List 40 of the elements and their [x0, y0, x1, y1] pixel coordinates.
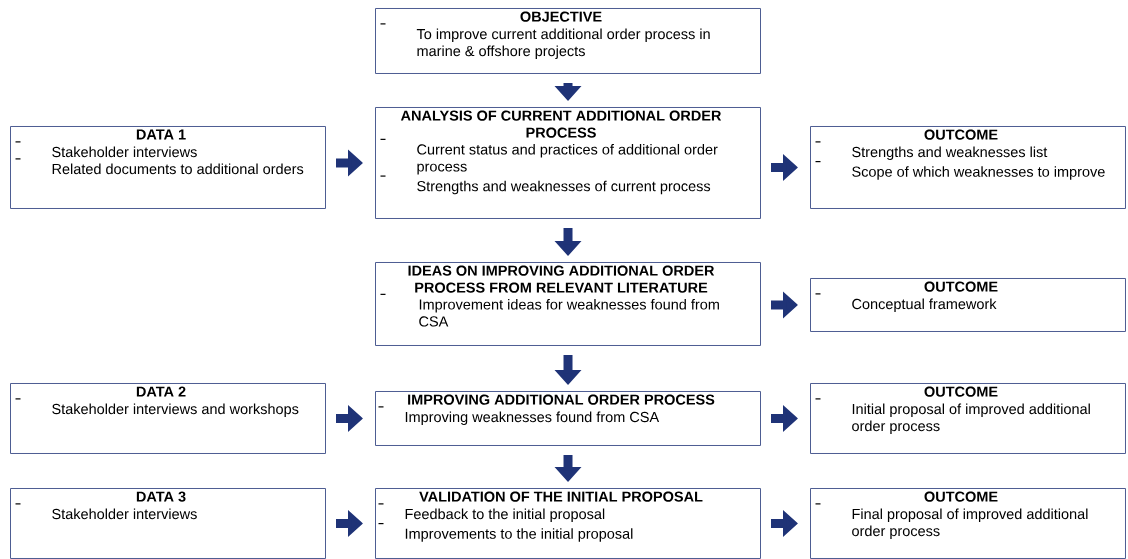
bullet-text: Improvement ideas for weaknesses found from CSA [419, 298, 719, 327]
bullet-text: Scope of which weaknesses to improve [852, 166, 1105, 180]
bullet-text: Strengths and weaknesses of current process [417, 180, 711, 195]
heading: OUTCOME [924, 281, 998, 292]
bullet-text: Stakeholder interviews [52, 146, 197, 158]
heading: DATA 2 [136, 386, 186, 397]
heading: OUTCOME [924, 386, 998, 397]
process-box [10, 383, 326, 454]
bullet-text: Strengths and weaknesses list [852, 146, 1048, 160]
bullet-text: Feedback to the initial proposal [405, 508, 605, 522]
process-box [810, 126, 1126, 209]
heading: OUTCOME [924, 129, 998, 140]
bullet-text: Current status and practices of additional order process [417, 143, 718, 175]
heading: OBJECTIVE [520, 11, 602, 22]
bullet-text: To improve current additional order process in marine & offshore projects [416, 28, 710, 59]
bullet-text: Conceptual framework [852, 298, 997, 312]
heading: DATA 3 [136, 491, 186, 502]
bullet-text: Final proposal of improved additional order process [852, 508, 1088, 539]
process-box [375, 107, 761, 219]
heading: ANALYSIS OF CURRENT ADDITIONAL ORDER PROCESS [400, 110, 722, 138]
bullet-text: Stakeholder interviews and workshops [52, 403, 299, 417]
process-box [810, 383, 1126, 454]
bullet-text: Improvements to the initial proposal [405, 528, 633, 542]
bullet-text: Improving weaknesses found from CSA [405, 411, 660, 425]
bullet-text: Stakeholder interviews [52, 508, 197, 520]
process-box [10, 488, 326, 559]
bullet-text: Related documents to additional orders [52, 163, 304, 175]
process-box [375, 8, 761, 74]
heading: VALIDATION OF THE INITIAL PROPOSAL [419, 491, 703, 502]
process-box [375, 262, 761, 346]
process-box [810, 278, 1126, 332]
bullet-text: Initial proposal of improved additional order process [852, 403, 1090, 434]
process-box [375, 391, 761, 446]
heading: OUTCOME [924, 491, 998, 502]
heading: DATA 1 [136, 129, 186, 140]
process-box [10, 126, 326, 209]
process-box [810, 488, 1126, 559]
heading: IMPROVING ADDITIONAL ORDER PROCESS [408, 394, 715, 405]
process-box [375, 488, 761, 559]
heading: IDEAS ON IMPROVING ADDITIONAL ORDER PROCESS FROM RELEVANT LITERATURE [408, 265, 715, 293]
